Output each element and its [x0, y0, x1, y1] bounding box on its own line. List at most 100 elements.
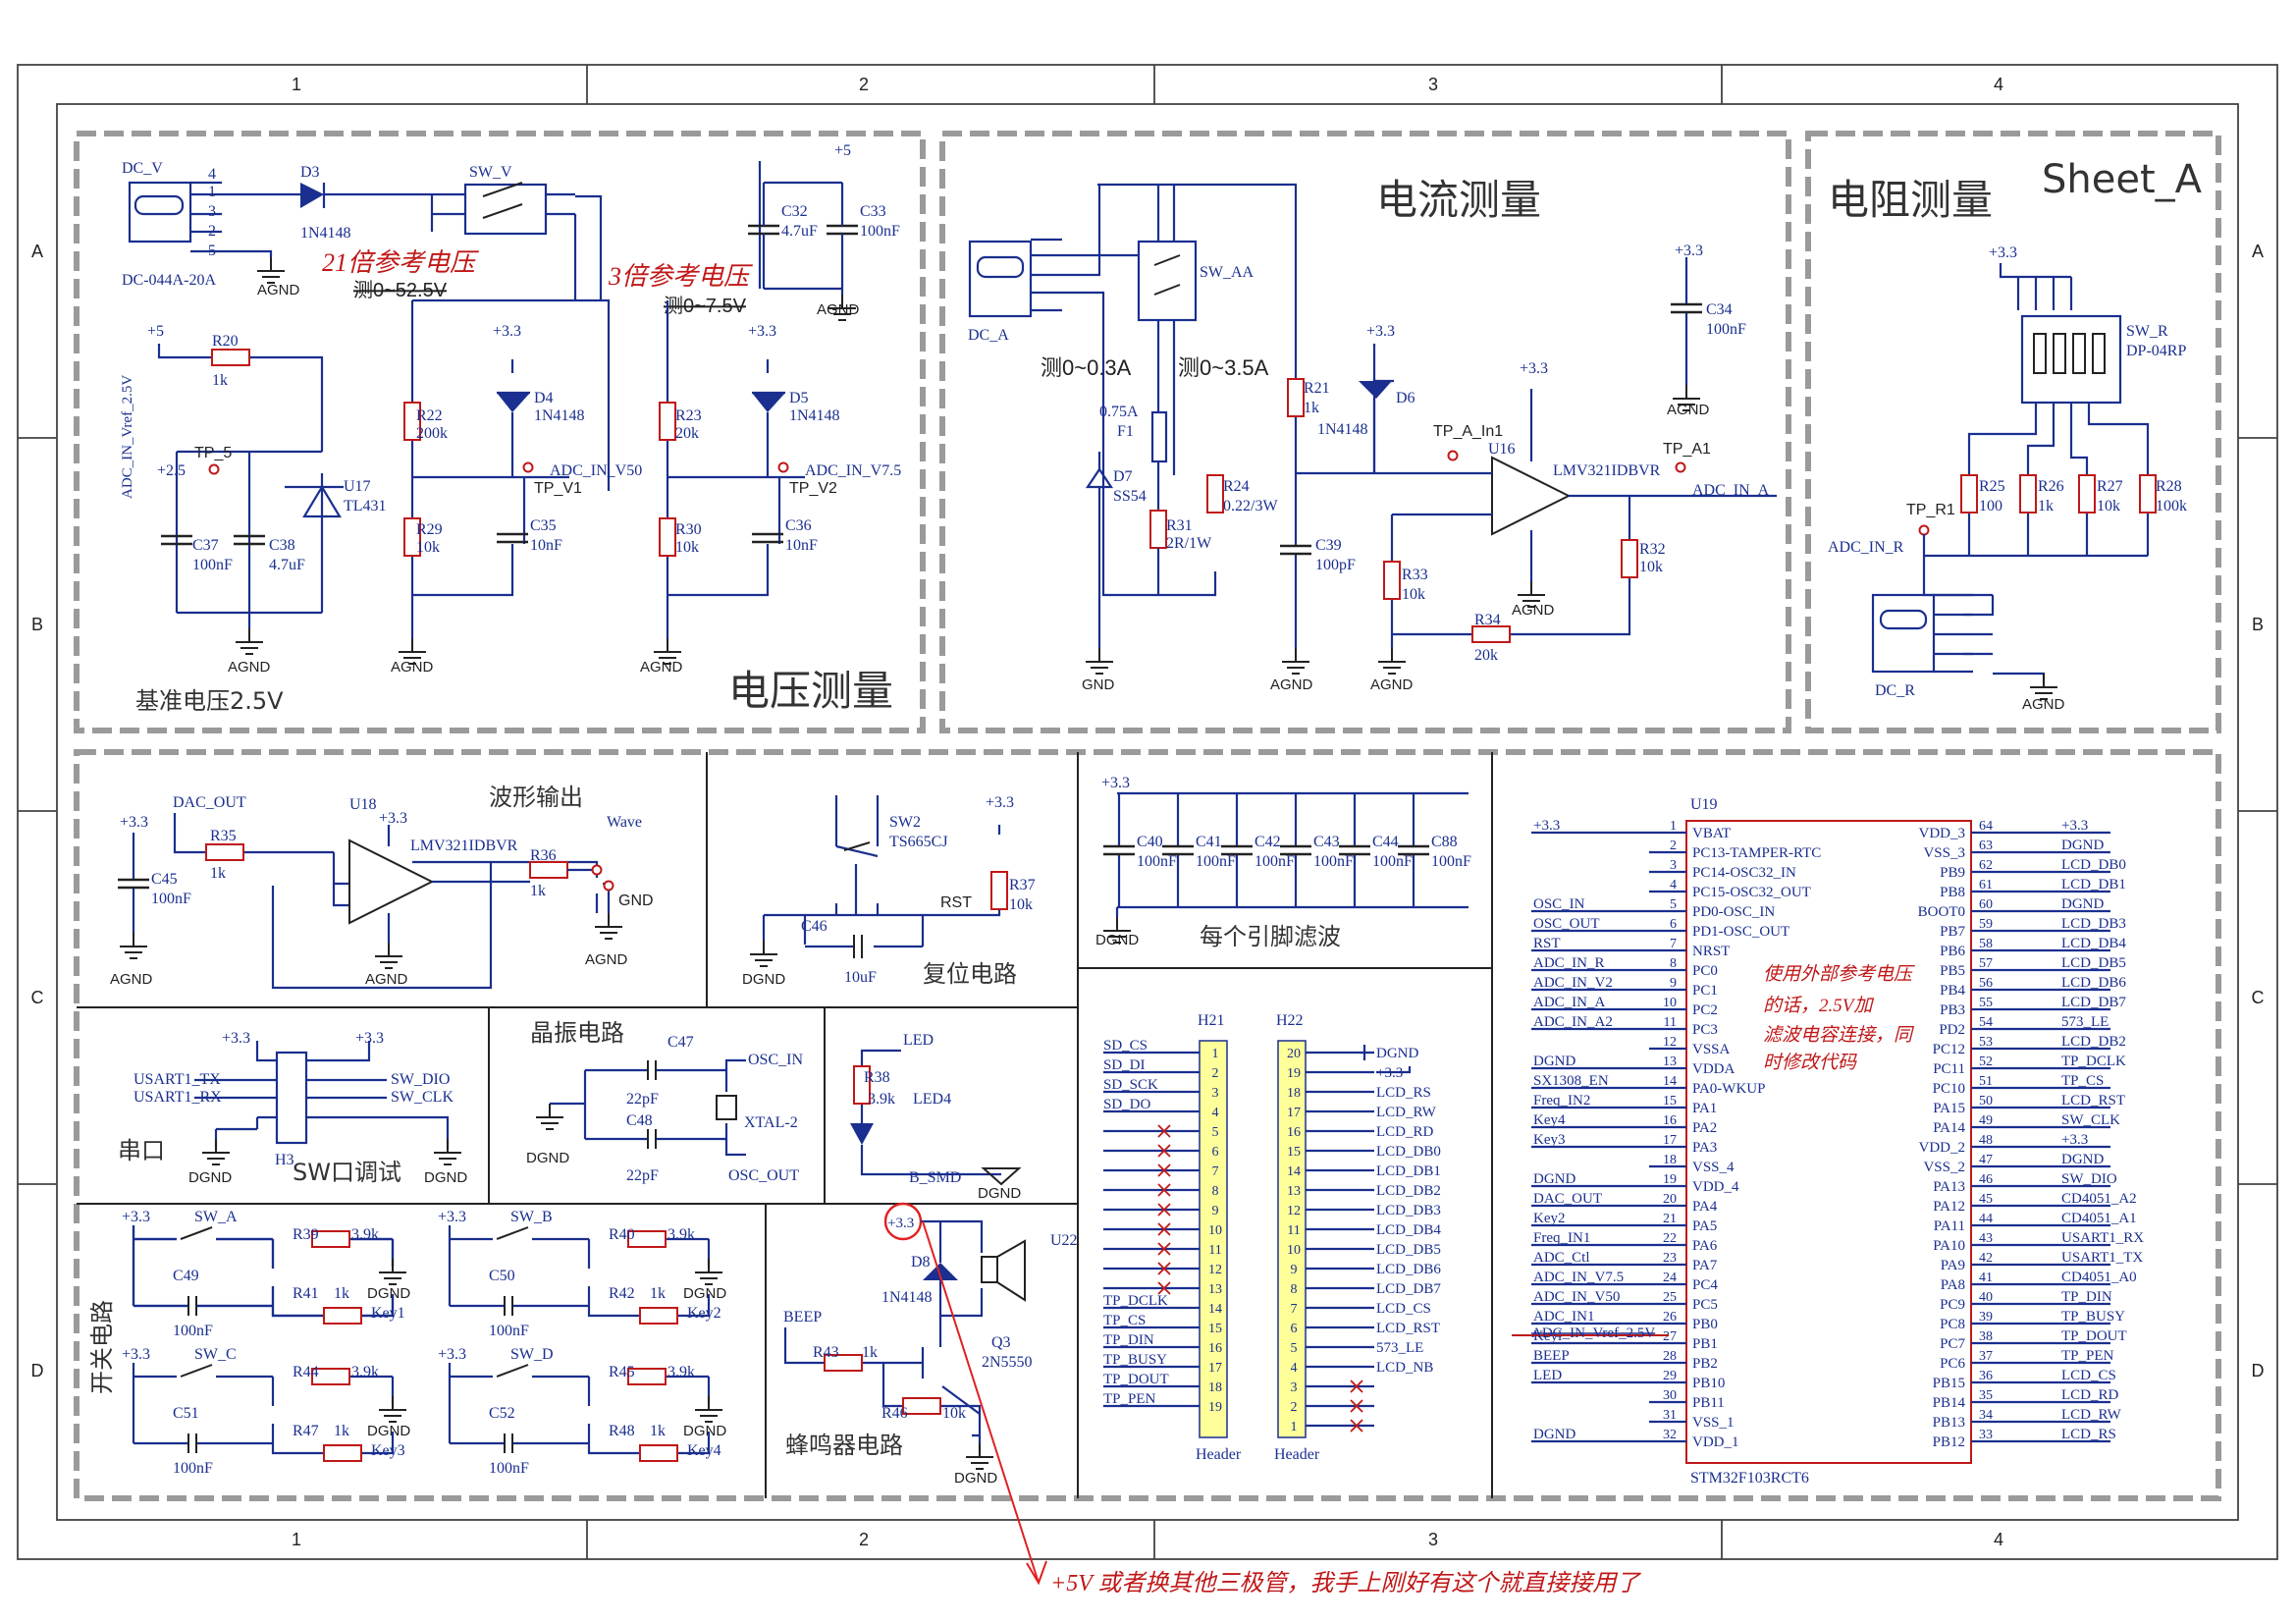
mcu-net-label: LCD_DB1	[2061, 877, 2126, 893]
h21-pin-num: 15	[1208, 1322, 1222, 1336]
d3-diode-icon	[300, 183, 324, 208]
h22-net-label: LCD_DB4	[1376, 1222, 1441, 1238]
p5-label: +5	[834, 142, 851, 159]
mcu-pin-num: 61	[1979, 878, 1993, 893]
h22-pin-num: 12	[1287, 1204, 1301, 1218]
mcu-net-label: ADC_IN_A	[1533, 995, 1605, 1010]
u17-part: TL431	[344, 498, 387, 514]
mcu-pin-name: PB3	[1940, 1002, 1965, 1018]
h21-part: Header	[1196, 1446, 1242, 1463]
h22-net-label: LCD_DB5	[1376, 1242, 1441, 1258]
swv-ref: SW_V	[469, 164, 512, 181]
tx-net: USART1_TX	[133, 1071, 221, 1088]
mcu-net-label: +3.3	[2061, 1132, 2088, 1148]
h21-pin-num: 11	[1208, 1243, 1221, 1258]
p33-d5: +3.3	[748, 323, 776, 340]
adc-note-1: 使用外部参考电压	[1763, 963, 1915, 985]
d8-diode-icon	[923, 1263, 958, 1280]
p33-c45: +3.3	[120, 814, 148, 831]
mcu-pin-name: PC3	[1692, 1022, 1718, 1038]
agnd-r29: AGND	[391, 659, 434, 676]
mcu-pin-name: VBAT	[1692, 826, 1731, 841]
c35-ref: C35	[530, 517, 557, 534]
mcu-pin-num: 13	[1663, 1055, 1677, 1069]
h21-pin-num: 1	[1212, 1047, 1219, 1061]
mcu-pin-num: 40	[1979, 1290, 1993, 1305]
h21-net-label: SD_DI	[1103, 1057, 1146, 1073]
c46-cap-icon	[853, 935, 863, 958]
mcu-pin-num: 53	[1979, 1035, 1993, 1050]
mcu-pin-name: PC12	[1933, 1042, 1965, 1057]
beep-net: BEEP	[783, 1309, 822, 1325]
mcu-net-label: LCD_DB2	[2061, 1034, 2126, 1050]
dgnd-h3a: DGND	[188, 1169, 232, 1186]
c52-ref: C52	[489, 1405, 515, 1422]
h21-nc-mark	[1157, 1163, 1171, 1177]
h21-pin-num: 18	[1208, 1380, 1222, 1395]
mcu-net-label: TP_BUSY	[2061, 1309, 2125, 1325]
oscin-net: OSC_IN	[748, 1052, 803, 1068]
c51-val: 100nF	[173, 1460, 213, 1477]
swb-ref: SW_B	[510, 1209, 553, 1225]
h22-pin-num: 17	[1287, 1106, 1301, 1120]
mcu-pin-num: 2	[1670, 839, 1677, 853]
c32-ref: C32	[781, 203, 808, 220]
c39-ref: C39	[1315, 537, 1342, 554]
mcu-pin-num: 8	[1670, 956, 1677, 971]
note-03a: 测0~0.3A	[1041, 355, 1132, 380]
mcu-pin-name: VDD_1	[1692, 1434, 1739, 1450]
h21-net-label: SD_CS	[1103, 1038, 1148, 1054]
sw-v-switch	[432, 182, 611, 491]
r42-ref: R42	[609, 1285, 635, 1302]
r40-val: 3.9k	[667, 1226, 695, 1243]
mcu-net-label: LCD_RD	[2061, 1387, 2119, 1403]
mcu-pin-name: PC14-OSC32_IN	[1692, 865, 1796, 881]
d6-part: 1N4148	[1317, 421, 1368, 438]
dc-jack-v	[128, 181, 222, 253]
h22-net-label: LCD_RW	[1376, 1105, 1437, 1120]
h22-pin-num: 10	[1287, 1243, 1301, 1258]
dgnd-h3b: DGND	[424, 1169, 467, 1186]
serial-title: 串口	[118, 1137, 165, 1164]
mcu-net-label: LCD_RS	[2061, 1427, 2116, 1442]
wave-title: 波形输出	[489, 784, 583, 811]
d6-ref: D6	[1396, 390, 1415, 406]
mcu-pin-num: 55	[1979, 996, 1993, 1010]
key4-net: Key4	[687, 1442, 721, 1459]
sw-aa-switch	[1137, 240, 1198, 322]
mcu-net-label: TP_PEN	[2061, 1348, 2114, 1364]
mcu-net-label: ADC_IN_V7.5	[1533, 1270, 1624, 1285]
c36-ref: C36	[785, 517, 812, 534]
d3-part: 1N4148	[300, 225, 351, 242]
mcu-net-label: RST	[1533, 936, 1561, 951]
agnd-wave: AGND	[585, 951, 628, 968]
mcu-net-label: ADC_IN1	[1533, 1309, 1595, 1325]
agnd-r33: AGND	[1370, 676, 1414, 693]
mcu-net-label: DGND	[2061, 896, 2104, 912]
h22-pin-num: 4	[1291, 1361, 1298, 1376]
u22-buzzer-icon	[981, 1256, 998, 1283]
mcu-pin-num: 44	[1979, 1212, 1993, 1226]
h21-nc-mark	[1157, 1262, 1171, 1275]
h21-nc-mark	[1157, 1242, 1171, 1256]
c40-val: 100nF	[1137, 853, 1177, 870]
h3-header	[275, 1051, 308, 1145]
ref-title: 基准电压2.5V	[135, 687, 284, 715]
c39-val: 100pF	[1315, 557, 1356, 573]
c35-val: 10nF	[530, 537, 562, 554]
c50-ref: C50	[489, 1268, 515, 1284]
p5-ref: +5	[147, 323, 164, 340]
row-label-b2: B	[2252, 615, 2264, 634]
mcu-net-label: Key4	[1533, 1112, 1566, 1128]
mcu-pin-num: 64	[1979, 819, 1993, 834]
voltage-frame	[74, 131, 926, 733]
f1-val: 0.75A	[1099, 404, 1139, 420]
d6-diode-icon	[1359, 381, 1392, 399]
h22-net-label: LCD_DB7	[1376, 1281, 1441, 1297]
p33-swr: +3.3	[1989, 244, 2017, 261]
adc-note-2: 的话，2.5V加	[1763, 995, 1874, 1016]
dcv-ref: DC_V	[122, 160, 163, 177]
col-label-3b: 3	[1428, 1530, 1438, 1549]
mcu-pin-name: PA4	[1692, 1199, 1718, 1215]
